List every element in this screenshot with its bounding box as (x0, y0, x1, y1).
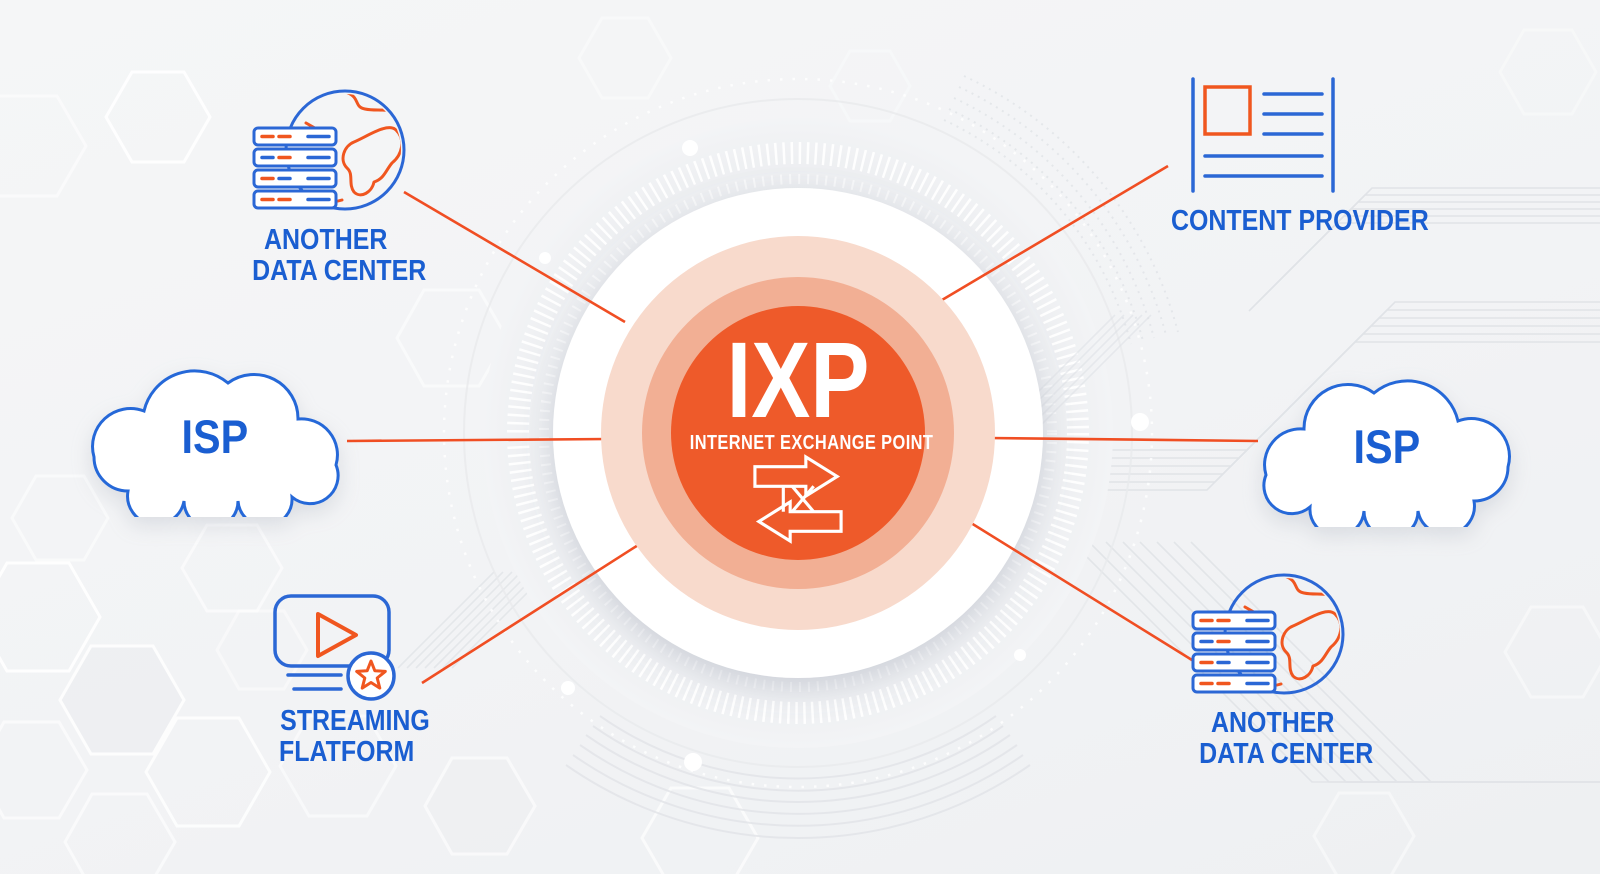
node-streaming-platform: STREAMING FLATFORM (268, 588, 430, 773)
node-label: ANOTHER DATA CENTER (252, 224, 427, 287)
hub-subtitle: INTERNET EXCHANGE POINT (689, 432, 934, 454)
connector-datacenter-top-left (403, 190, 626, 324)
node-label: STREAMING FLATFORM (279, 705, 430, 768)
outer-rings (442, 75, 1179, 840)
server-globe-icon (252, 89, 406, 211)
content-document-icon (1191, 77, 1335, 193)
node-datacenter-bottom-right: ANOTHER DATA CENTER (1185, 556, 1373, 770)
cloud-icon (91, 369, 340, 517)
hub-center: IXP INTERNET EXCHANGE POINT (663, 296, 933, 570)
connector-lines (346, 164, 1259, 685)
exchange-arrows-icon (753, 454, 843, 544)
ring-dots (539, 140, 1149, 771)
connector-isp-left (346, 437, 609, 443)
hub-rings (601, 236, 995, 630)
node-label: CONTENT PROVIDER (1170, 205, 1429, 237)
connector-streaming (421, 538, 647, 685)
node-label: ISP (181, 409, 249, 463)
server-globe-icon (1191, 573, 1345, 695)
node-content-provider: CONTENT PROVIDER (1150, 75, 1429, 240)
streaming-player-icon (273, 594, 396, 701)
hexagon-pattern (0, 16, 1600, 874)
circuit-traces (397, 187, 1600, 783)
connector-isp-right (987, 436, 1259, 443)
hub-core (671, 306, 925, 560)
connector-datacenter-bottom-right (941, 503, 1193, 662)
node-datacenter-top-left: ANOTHER DATA CENTER (238, 78, 426, 287)
node-isp-left: ISP (80, 345, 350, 517)
node-label: ISP (1353, 419, 1421, 473)
star-icon (355, 659, 387, 690)
node-label: ANOTHER DATA CENTER (1199, 707, 1374, 770)
cloud-icon (1262, 379, 1511, 527)
node-isp-right: ISP (1252, 355, 1522, 527)
connector-content-provider (941, 164, 1169, 302)
hub-title: IXP (726, 319, 870, 440)
